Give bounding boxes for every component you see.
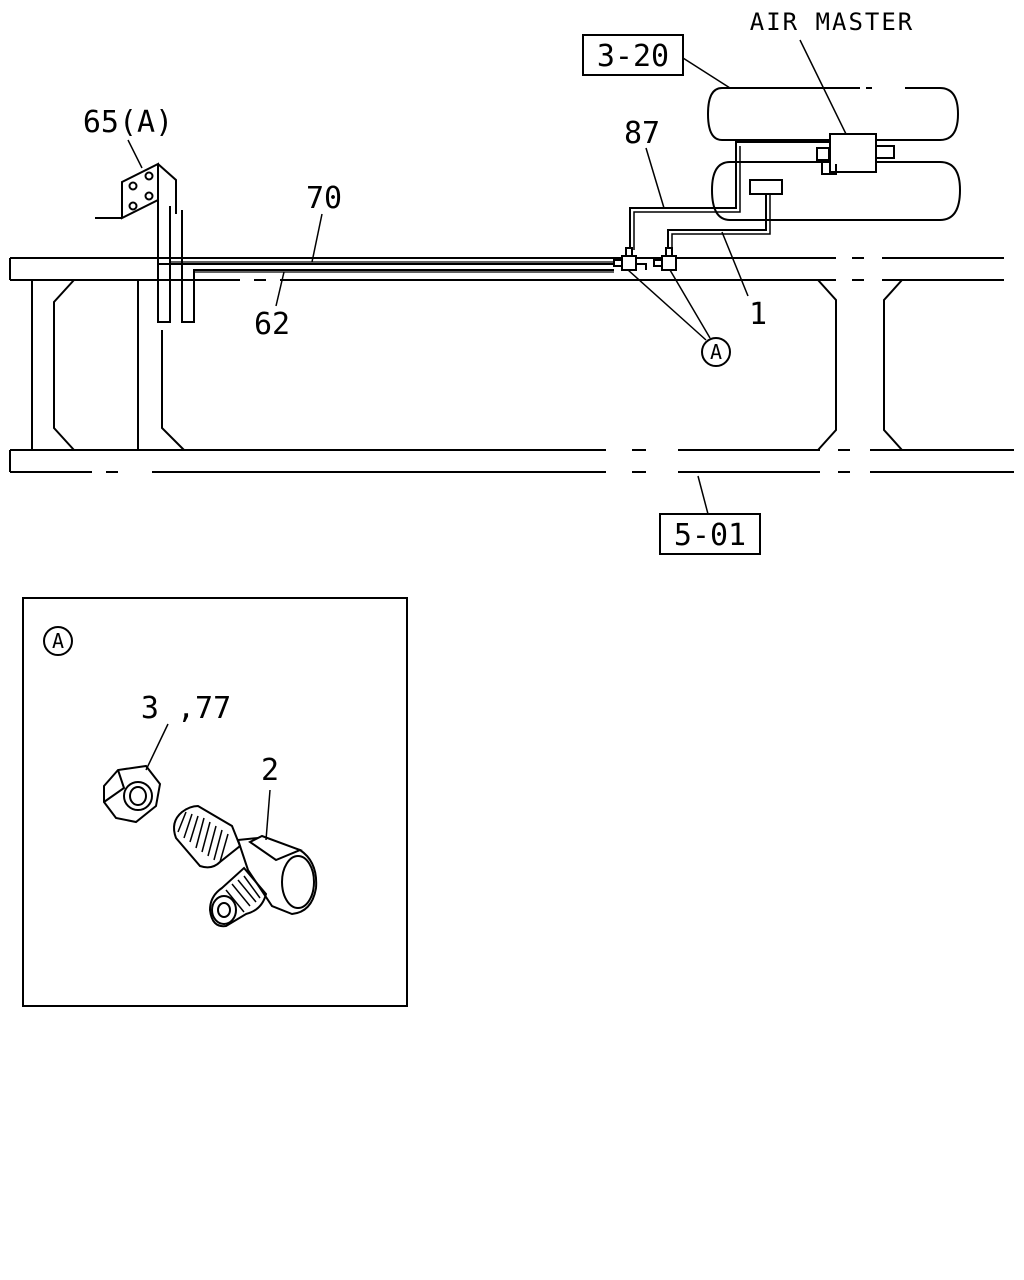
leader-a-2: [669, 269, 711, 339]
detail-a-tag-label: A: [52, 629, 64, 653]
leader-connector: [265, 789, 271, 841]
air-master-label: AIR MASTER: [750, 8, 915, 36]
label-62: 62: [254, 307, 290, 342]
leader-nut: [145, 723, 169, 771]
ref-tank-label: 3-20: [597, 39, 669, 74]
leader-frame: [697, 475, 709, 515]
ref-box-tank: [582, 34, 684, 76]
left-crossmember: [31, 279, 185, 451]
frame-rail: [9, 254, 1014, 476]
leader-70: [311, 213, 323, 263]
air-tank: [706, 86, 962, 221]
air-master-unit: [749, 133, 895, 195]
right-crossmember: [817, 279, 903, 451]
label-nut-washer: 3 ,77: [141, 691, 231, 726]
eye-connector: [173, 804, 318, 928]
callout-a-label: A: [710, 340, 722, 364]
connectors-a: [613, 247, 677, 271]
label-87: 87: [624, 116, 660, 151]
leader-a-1: [627, 269, 707, 341]
leader-62: [275, 271, 285, 307]
label-1: 1: [749, 297, 767, 332]
hose-87: [629, 141, 830, 250]
leader-87: [645, 147, 665, 209]
ref-box-frame: [659, 513, 761, 555]
leader-air-master: [799, 39, 847, 135]
pipe-70: [157, 200, 614, 323]
ref-frame-label: 5-01: [674, 518, 746, 553]
label-65a: 65(A): [83, 105, 173, 140]
detail-a-tag-circle: [43, 626, 73, 656]
nut-washer: [103, 764, 162, 824]
label-connector: 2: [261, 753, 279, 788]
pipe-1: [667, 194, 771, 250]
pipe-62: [181, 210, 614, 323]
callout-circle-a: [701, 337, 731, 367]
bracket-65a: [95, 162, 177, 220]
leader-1: [721, 231, 749, 297]
label-70: 70: [306, 181, 342, 216]
detail-a-panel: [22, 597, 408, 1007]
leader-65a: [127, 139, 143, 169]
leader-tank: [682, 57, 731, 89]
